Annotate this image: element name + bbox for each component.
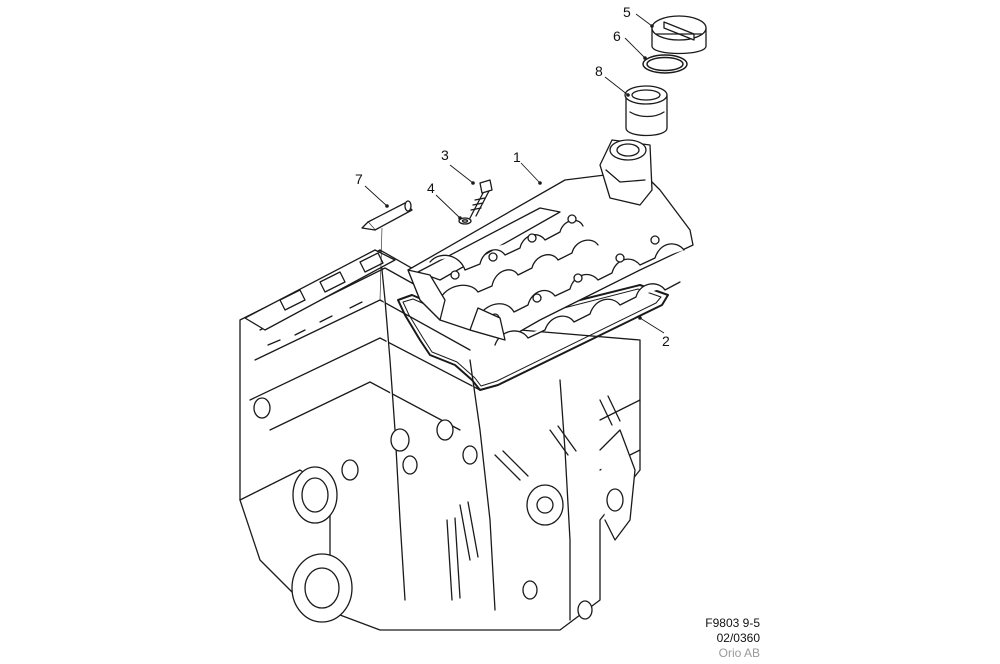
o-ring-6: [642, 54, 688, 74]
figure-date: 02/0360: [716, 631, 760, 645]
bolt-3: [469, 179, 493, 219]
callout-1: 1: [513, 149, 521, 165]
callout-3: 3: [441, 147, 449, 163]
camshaft-cover-1: [407, 139, 694, 346]
callout-4: 4: [427, 180, 435, 196]
callout-6: 6: [613, 28, 621, 44]
engine-block: [239, 249, 641, 631]
callout-5: 5: [623, 4, 631, 20]
figure-code: F9803 9-5: [705, 616, 760, 630]
figure-brand: Orio AB: [718, 646, 760, 660]
callout-leaders: [364, 13, 665, 334]
guide-pin-7: [361, 200, 413, 231]
washer-4: [458, 217, 472, 225]
callout-7: 7: [355, 171, 363, 187]
filler-insert-8: [624, 85, 668, 137]
callout-8: 8: [595, 63, 603, 79]
callout-dots: [385, 24, 654, 320]
callout-2: 2: [662, 333, 670, 349]
oil-filler-cap-5: [651, 15, 707, 55]
